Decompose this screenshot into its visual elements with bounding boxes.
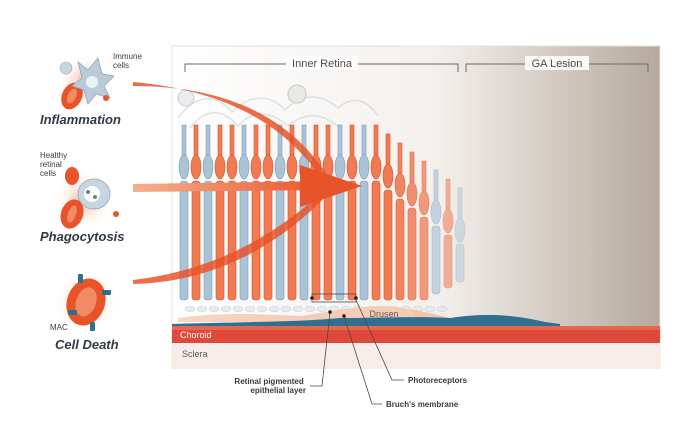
photoreceptors-label: Photoreceptors <box>408 376 468 385</box>
photoreceptor-column <box>358 124 370 301</box>
rpe-nucleus <box>220 306 232 312</box>
rpe-label-line1: Retinal pigmented <box>234 377 303 386</box>
healthy-cells-label-line1: Healthy <box>40 151 67 160</box>
rpe-nucleus <box>268 306 280 312</box>
rpe-nucleus <box>280 306 292 312</box>
rpe-nucleus <box>292 306 304 312</box>
photoreceptor-column <box>226 124 238 301</box>
pathway-arrows <box>133 82 362 284</box>
sclera-label: Sclera <box>182 349 208 359</box>
healthy-cells-label-line3: cells <box>40 169 56 178</box>
rpe-nucleus <box>424 306 436 312</box>
rpe-nucleus <box>244 306 256 312</box>
phagocytosis-label: Phagocytosis <box>40 229 125 244</box>
photoreceptor-column <box>394 142 406 301</box>
sclera-layer <box>172 343 660 368</box>
healthy-cells-label-line2: retinal <box>40 160 62 169</box>
photoreceptor-column <box>274 124 286 301</box>
callout-dots <box>310 296 358 318</box>
photoreceptor-column <box>406 151 418 301</box>
rpe-nucleus <box>208 306 220 312</box>
photoreceptor-column <box>346 124 358 301</box>
rpe-nucleus <box>256 306 268 312</box>
photoreceptor-column <box>334 124 346 301</box>
photoreceptor-column <box>418 160 430 301</box>
rpe-nucleus <box>304 306 316 312</box>
bruchs-membrane-layer <box>172 315 560 326</box>
phagocytosis-cell-icon <box>54 167 119 230</box>
bruchs-membrane-label: Bruch's membrane <box>386 400 459 409</box>
photoreceptor-column <box>214 124 226 301</box>
drusen-label: Drusen <box>369 309 398 319</box>
rpe-nucleus <box>196 306 208 312</box>
rpe-nucleus <box>184 306 196 312</box>
rpe-label-line2: epithelial layer <box>250 386 306 395</box>
choroid-layer <box>172 326 660 343</box>
photoreceptor-column <box>430 169 442 295</box>
svg-text:Immune cells: Immune cells <box>113 52 144 70</box>
photoreceptor-column <box>238 124 250 301</box>
rpe-nucleus <box>436 306 448 312</box>
photoreceptor-column <box>370 124 382 301</box>
svg-text:Healthy retinal cells: Healthy retinal cells <box>40 151 69 178</box>
svg-text:Retinal pigmented epitheli: Retinal pigmented epithelial layer <box>234 377 306 395</box>
immune-cell-cluster-icon <box>57 54 115 110</box>
rpe-nucleus <box>232 306 244 312</box>
photoreceptor-column <box>454 187 466 283</box>
mac-label: MAC <box>50 323 68 332</box>
inflammation-label: Inflammation <box>40 112 121 127</box>
cell-death-label: Cell Death <box>55 337 119 352</box>
choroid-label: Choroid <box>180 330 212 340</box>
ga-lesion-label: GA Lesion <box>532 58 583 70</box>
immune-cells-label-line2: cells <box>113 61 129 70</box>
photoreceptor-column <box>382 133 394 301</box>
immune-cells-label-line1: Immune <box>113 52 142 61</box>
photoreceptor-column <box>442 178 454 289</box>
rpe-nucleus <box>316 306 328 312</box>
inner-retina-label: Inner Retina <box>292 58 353 70</box>
mac-cell-death-icon <box>54 270 118 334</box>
